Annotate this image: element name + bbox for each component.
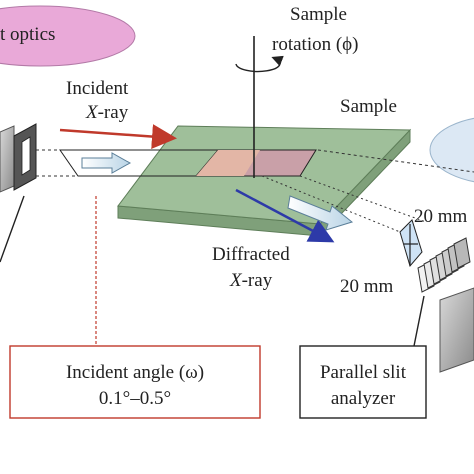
slit-callout-line bbox=[413, 295, 425, 347]
slit-window bbox=[399, 219, 423, 268]
parallel-slit-line2: analyzer bbox=[330, 388, 396, 409]
diffracted-xray-label-line2: X-ray bbox=[230, 270, 272, 292]
detector-block bbox=[439, 287, 474, 373]
detector-ellipse bbox=[429, 117, 474, 183]
diffracted-xray-rest: -ray bbox=[241, 270, 273, 291]
diffracted-beam-edge-2 bbox=[299, 175, 427, 223]
rotation-arrow-arc bbox=[235, 55, 284, 73]
incident-xray-label-line1: Incident bbox=[66, 78, 129, 99]
incident-angle-line1: Incident angle (ω) bbox=[65, 362, 205, 383]
parallel-slit-box: Parallel slit analyzer bbox=[301, 360, 425, 412]
slit-width-label-bottom: 20 mm bbox=[340, 276, 394, 297]
parallel-slit-line1: Parallel slit bbox=[319, 362, 406, 383]
slit-opening bbox=[21, 136, 31, 176]
illuminated-area-bright bbox=[196, 150, 260, 176]
sample-rotation-label-line2: rotation (ϕ) bbox=[272, 34, 359, 55]
diffracted-xray-label-line1: Diffracted bbox=[212, 244, 290, 265]
incident-xray-italic: X bbox=[86, 102, 98, 123]
diffracted-xray-italic: X bbox=[230, 270, 242, 291]
beam-direction-arrow bbox=[81, 152, 132, 174]
incident-angle-line2: 0.1°–0.5° bbox=[98, 388, 172, 409]
xray-source-block bbox=[0, 125, 15, 193]
incident-xray-arrow bbox=[59, 124, 177, 150]
parallel-slit-fins bbox=[417, 237, 471, 293]
optics-callout-line bbox=[0, 195, 25, 263]
sample-label: Sample bbox=[340, 96, 397, 117]
incident-angle-box: Incident angle (ω) 0.1°–0.5° bbox=[11, 360, 259, 412]
diffracted-xray-arrow bbox=[235, 188, 335, 243]
diffracted-beam-edge-1 bbox=[261, 175, 411, 237]
optics-label: t optics bbox=[0, 24, 56, 45]
incident-xray-label-line2: X-ray bbox=[86, 102, 128, 124]
optics-ellipse bbox=[0, 5, 136, 67]
slit-width-label-top: 20 mm bbox=[414, 206, 468, 227]
sample-rotation-label-line1: Sample bbox=[290, 4, 347, 25]
beam-path-far bbox=[317, 149, 474, 173]
incident-xray-rest: -ray bbox=[97, 102, 129, 123]
diffracted-beam-arrow bbox=[287, 195, 354, 231]
